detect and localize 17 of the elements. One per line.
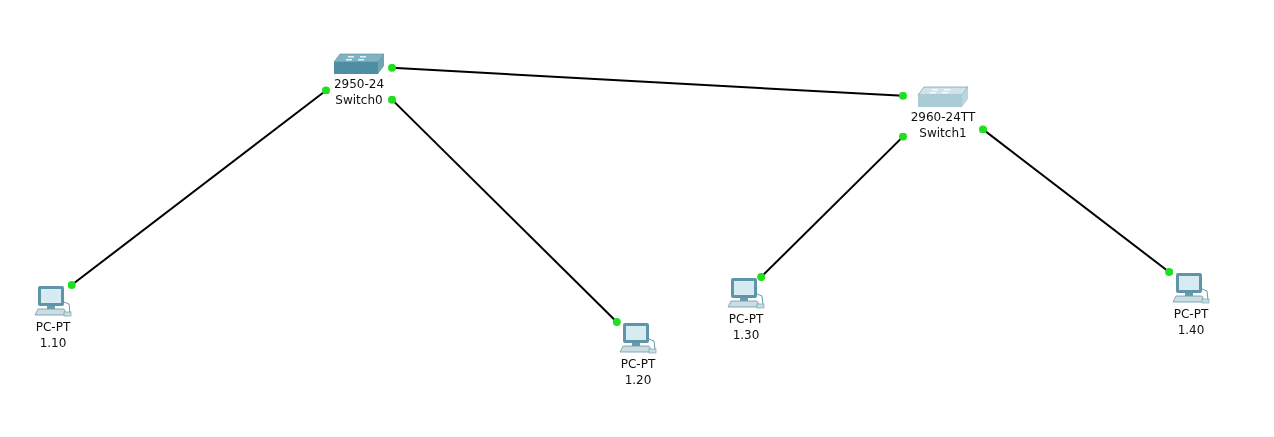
device-name-label: 1.10 (39, 335, 67, 351)
device-name-label: Switch1 (919, 125, 967, 141)
device-name-label: Switch0 (335, 92, 383, 108)
device-model-label: 2950-24 (333, 76, 385, 92)
cable-line (388, 95, 621, 326)
cable-line (67, 86, 330, 289)
device-model-label: PC-PT (35, 319, 71, 335)
device-name-label: 1.30 (732, 327, 760, 343)
cable-line (757, 132, 907, 281)
device-name-label: 1.40 (1177, 322, 1205, 338)
cable-line (979, 125, 1174, 276)
device-name-label: 1.20 (624, 372, 652, 388)
device-model-label: PC-PT (620, 356, 656, 372)
device-model-label: 2960-24TT (910, 109, 976, 125)
cable-line (388, 63, 907, 100)
device-model-label: PC-PT (728, 311, 764, 327)
device-model-label: PC-PT (1173, 306, 1209, 322)
